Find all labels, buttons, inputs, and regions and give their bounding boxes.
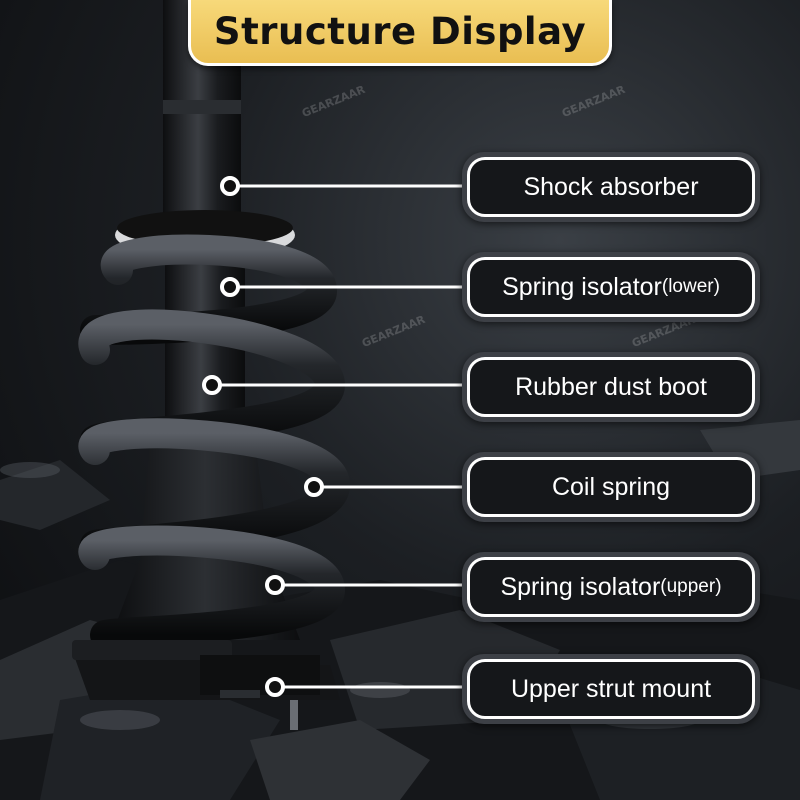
label-upper-strut-mount: Upper strut mount [462,654,760,724]
label-text: Shock absorber [523,172,699,201]
label-text: Upper strut mount [510,674,712,703]
page-title: Structure Display [213,10,587,53]
label-text: Rubber dust boot [515,372,707,401]
label-shock-absorber: Shock absorber [462,152,760,222]
label-subtext: (lower) [661,276,720,297]
label-spring-isolator-upper: Spring isolator(upper) [462,552,760,622]
label-rubber-dust-boot: Rubber dust boot [462,352,760,422]
label-text: Spring isolator [500,572,661,601]
label-text: Spring isolator [502,272,662,301]
label-coil-spring: Coil spring [462,452,760,522]
label-text: Coil spring [551,472,671,501]
label-spring-isolator-lower: Spring isolator(lower) [462,252,760,322]
title-banner: Structure Display [188,0,612,66]
label-subtext: (upper) [660,576,722,597]
